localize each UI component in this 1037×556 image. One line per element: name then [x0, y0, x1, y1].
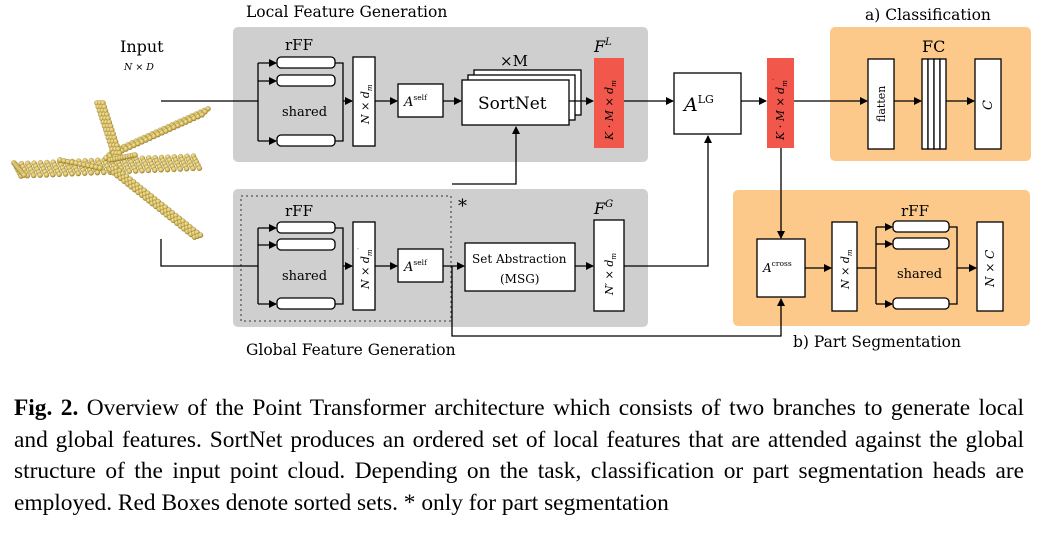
global-self-attention-label: Aself	[403, 258, 428, 275]
flatten-label: flatten	[875, 86, 888, 122]
class-output-label: C	[981, 100, 996, 110]
local-rff-label: rFF	[285, 36, 313, 54]
caption-text: Overview of the Point Transformer archit…	[14, 395, 1024, 516]
f-local-dim-label: K · M × dm	[603, 80, 618, 141]
seg-n-dm-box	[831, 221, 858, 312]
segmentation-panel	[733, 190, 1030, 326]
local-rff-unit-1	[276, 56, 336, 69]
fc-layer-2	[927, 58, 935, 150]
fc-layer-1	[921, 58, 929, 150]
architecture-diagram: Local Feature Generation Global Feature …	[11, 3, 1031, 359]
local-global-attention-label: ALG	[682, 93, 714, 116]
global-shared-label: shared	[282, 269, 327, 284]
seg-n-dm-label: N × dm	[839, 249, 854, 290]
input-dim-label: N × D	[123, 62, 154, 73]
alg-output-dim-label: K · M × dm′	[772, 78, 789, 141]
input-to-global-line	[160, 239, 238, 267]
fc-layer-4	[939, 58, 947, 150]
seg-output-label: N × C	[983, 250, 997, 288]
segmentation-title: b) Part Segmentation	[793, 333, 961, 351]
part-segmentation-only-box	[240, 195, 452, 322]
set-abstraction-label: Set Abstraction	[472, 252, 567, 266]
set-abstraction-box	[464, 242, 576, 292]
seg-rff-unit-1	[892, 220, 950, 233]
local-feature-title: Local Feature Generation	[246, 3, 447, 21]
seg-shared-label: shared	[897, 267, 942, 282]
local-n-dm-label: N × dm	[359, 84, 374, 125]
global-rff-unit-1	[276, 221, 336, 234]
airplane-point-cloud	[11, 100, 211, 240]
seg-rff-unit-2	[892, 237, 950, 250]
f-global-box	[593, 219, 625, 312]
global-rff-label: rFF	[285, 202, 313, 220]
fc-layer-3	[933, 58, 941, 150]
sortnet-label: SortNet	[478, 94, 547, 114]
fc-label: FC	[922, 37, 945, 56]
f-global-label: FG	[593, 199, 613, 218]
global-rff-unit-3	[276, 297, 336, 310]
global-rff-unit-2	[276, 238, 336, 251]
asterisk-label: *	[458, 196, 467, 217]
global-to-sortnet-line	[452, 126, 520, 185]
seg-output-box	[976, 221, 1004, 312]
classification-title: a) Classification	[865, 6, 991, 24]
global-n-dm-label: N × dm′	[357, 247, 374, 290]
seg-rff-label: rFF	[901, 202, 929, 220]
input-label: Input	[120, 37, 164, 56]
flatten-box	[867, 58, 895, 150]
seg-rff-unit-3	[892, 297, 950, 310]
f-local-sorted-box	[594, 58, 624, 148]
alg-output-sorted-box	[767, 58, 794, 148]
figure-caption: Fig. 2. Overview of the Point Transforme…	[14, 393, 1024, 519]
global-feature-title: Global Feature Generation	[246, 341, 456, 359]
set-abstraction-msg-label: (MSG)	[500, 272, 539, 286]
f-global-dim-label: N′ × dm	[603, 253, 618, 296]
local-shared-label: shared	[282, 105, 327, 120]
local-rff-unit-3	[276, 134, 336, 147]
global-to-cross-line	[451, 266, 785, 337]
sortnet-box	[461, 79, 570, 126]
times-m-label: ×M	[500, 52, 528, 70]
class-output-box	[974, 58, 1002, 150]
global-to-alg-line	[624, 135, 712, 267]
caption-figure-number: Fig. 2.	[14, 395, 79, 421]
local-rff-unit-2	[276, 74, 336, 87]
local-self-attention-label: Aself	[403, 93, 428, 110]
local-global-attention-box	[673, 72, 742, 135]
f-local-label: FL	[593, 37, 612, 56]
cross-attention-label: Across	[762, 259, 792, 275]
global-self-attention-box	[397, 248, 444, 283]
